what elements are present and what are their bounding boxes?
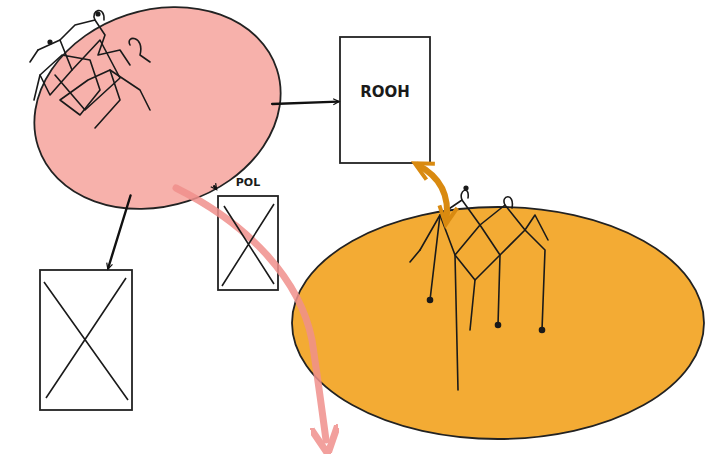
outline-shape: [218, 196, 278, 290]
node-outline: [290, 205, 706, 441]
sketch-box: ROOH: [338, 35, 432, 165]
box-heading: POL: [216, 176, 280, 189]
box-label: ROOH: [338, 83, 432, 101]
flow-arrow: [272, 102, 338, 104]
node-outline: [38, 268, 134, 412]
sketch-box: POL: [216, 174, 280, 292]
node-outline: [216, 174, 280, 292]
outline-shape: [292, 207, 704, 439]
sketch-box: [38, 268, 134, 412]
outline-shape: [40, 270, 132, 410]
ellipse-region: [290, 205, 706, 441]
